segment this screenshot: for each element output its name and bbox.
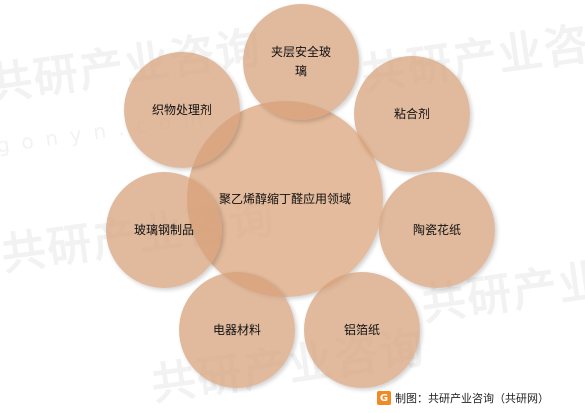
node-frp-products: 玻璃钢制品 [106,172,222,288]
node-ceramic-decal: 陶瓷花纸 [379,172,495,288]
node-label: 织物处理剂 [151,102,212,117]
node-adhesive: 粘合剂 [354,56,470,172]
footer-text: 制图：共研产业咨询（共研网） [395,392,549,405]
node-electrical-material: 电器材料 [179,272,295,388]
node-label: 玻璃钢制品 [133,222,194,237]
node-label: 铝箔纸 [343,322,380,337]
node-label: 粘合剂 [393,106,430,121]
center-node-label: 聚乙烯醇缩丁醛应用领域 [218,191,351,206]
node-label: 夹层安全玻 璃 [270,45,331,78]
node-fabric-treatment: 织物处理剂 [124,52,240,168]
footer-credit: G 制图：共研产业咨询（共研网） [377,388,549,408]
gonyn-logo-icon: G [377,391,391,405]
node-label: 陶瓷花纸 [412,222,461,237]
node-aluminum-foil: 铝箔纸 [304,272,420,388]
node-label: 电器材料 [212,322,261,337]
node-laminated-glass: 夹层安全玻 璃 [243,4,359,120]
